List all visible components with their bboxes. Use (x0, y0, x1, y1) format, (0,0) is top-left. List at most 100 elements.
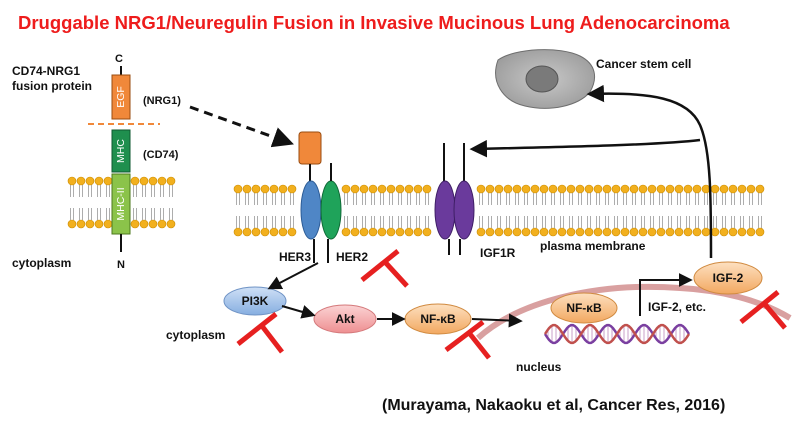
lipid-head (737, 184, 747, 194)
lipid-head (512, 227, 522, 237)
lipid-head (521, 184, 531, 194)
lipid-head (413, 184, 423, 194)
lipid-head (728, 184, 738, 194)
lipid-head (85, 219, 95, 229)
nrg1-tag: (NRG1) (143, 95, 181, 107)
lipid-head (629, 227, 639, 237)
lipid-head (476, 184, 486, 194)
lipid-head (242, 227, 252, 237)
lipid-head (404, 184, 414, 194)
lipid-head (341, 184, 351, 194)
lipid-head (485, 227, 495, 237)
left-membrane (67, 176, 176, 229)
lipid-head (683, 227, 693, 237)
inhibitor-her-bar (360, 249, 400, 282)
inhibitor-pi3k-stem (260, 324, 284, 354)
inhibitor-igf2-stem (761, 300, 787, 330)
lipid-head (737, 227, 747, 237)
cancer-stem-cell: Cancer stem cell (495, 49, 691, 109)
dashed-arrow-icon (189, 105, 294, 148)
lipid-head (566, 227, 576, 237)
fusion-protein: CD74-NRG1 fusion protein C EGF MHC MHC-I… (12, 53, 181, 271)
lipid-head (166, 176, 176, 186)
her2-receptor (320, 180, 342, 240)
lipid-head (629, 184, 639, 194)
lipid-head (377, 227, 387, 237)
lipid-head (359, 184, 369, 194)
lipid-head (278, 184, 288, 194)
lipid-head (656, 227, 666, 237)
nucleus-envelope (475, 283, 792, 341)
fusion-label-line2: fusion protein (12, 79, 92, 93)
dna-helix-icon (543, 323, 691, 345)
lipid-head (260, 184, 270, 194)
inhibitor-her-stem (383, 260, 409, 288)
lipid-head (233, 227, 243, 237)
nfkb-nuclear-label: NF-κB (566, 301, 602, 315)
lipid-head (404, 227, 414, 237)
lipid-head (719, 227, 729, 237)
lipid-head (530, 227, 540, 237)
lipid-head (350, 227, 360, 237)
lipid-head (512, 184, 522, 194)
dna-strand (543, 323, 691, 345)
lipid-head (422, 184, 432, 194)
lipid-head (611, 227, 621, 237)
arrow-nfkb-to-nucleus (471, 313, 523, 328)
lipid-head (350, 184, 360, 194)
inhibitor-t-icon (444, 320, 491, 360)
lipid-head (233, 184, 243, 194)
lipid-head (674, 227, 684, 237)
igf1r-label: IGF1R (480, 246, 516, 260)
lipid-head (94, 176, 104, 186)
fusion-label-line1: CD74-NRG1 (12, 64, 80, 78)
mhc2-domain-label: MHC-II (115, 187, 127, 220)
lipid-head (368, 227, 378, 237)
inhibitor-nfkb-stem (468, 332, 491, 360)
her2-label: HER2 (336, 250, 368, 264)
lipid-head (287, 184, 297, 194)
lipid-head (593, 184, 603, 194)
lipid-head (341, 227, 351, 237)
lipid-head (251, 227, 261, 237)
inhibitor-igf2-bar (739, 290, 780, 324)
pi3k-label: PI3K (242, 294, 269, 308)
lipid-head (67, 176, 77, 186)
lipid-head (395, 227, 405, 237)
stem-cell-label: Cancer stem cell (596, 57, 691, 71)
inhibitor-pi3k-bar (236, 312, 278, 346)
igf1r-receptor-dimer: IGF1R (434, 143, 516, 260)
lipid-head (76, 176, 86, 186)
lipid-head (692, 184, 702, 194)
lipid-head (287, 227, 297, 237)
egf-domain-label: EGF (115, 86, 127, 108)
lipid-head (130, 176, 140, 186)
her3-label: HER3 (279, 250, 311, 264)
inhibitor-t-icon (360, 249, 409, 288)
lipid-head (157, 176, 167, 186)
inhibitor-t-icon (739, 290, 787, 330)
lipid-head (656, 184, 666, 194)
lipid-head (755, 227, 765, 237)
lipid-head (503, 184, 513, 194)
lipid-head (593, 227, 603, 237)
lipid-head (85, 176, 95, 186)
citation: (Murayama, Nakaoku et al, Cancer Res, 20… (382, 397, 725, 414)
akt-node: Akt (313, 304, 377, 334)
lipid-head (260, 227, 270, 237)
lipid-head (530, 184, 540, 194)
arrow-transcription-to-igf2 (639, 273, 693, 316)
lipid-head (602, 184, 612, 194)
plasma-membrane-label: plasma membrane (540, 239, 646, 253)
lipid-head (548, 227, 558, 237)
lipid-head (728, 227, 738, 237)
igf2-node: IGF-2 (693, 261, 763, 295)
lipid-head (157, 219, 167, 229)
lipid-head (278, 227, 288, 237)
lipid-head (584, 227, 594, 237)
cell-nucleus-icon (525, 65, 559, 93)
nfkb-cytoplasm-label: NF-κB (420, 312, 456, 326)
arrow-igf2-to-stem-cell (586, 84, 713, 259)
lipid-head (139, 219, 149, 229)
